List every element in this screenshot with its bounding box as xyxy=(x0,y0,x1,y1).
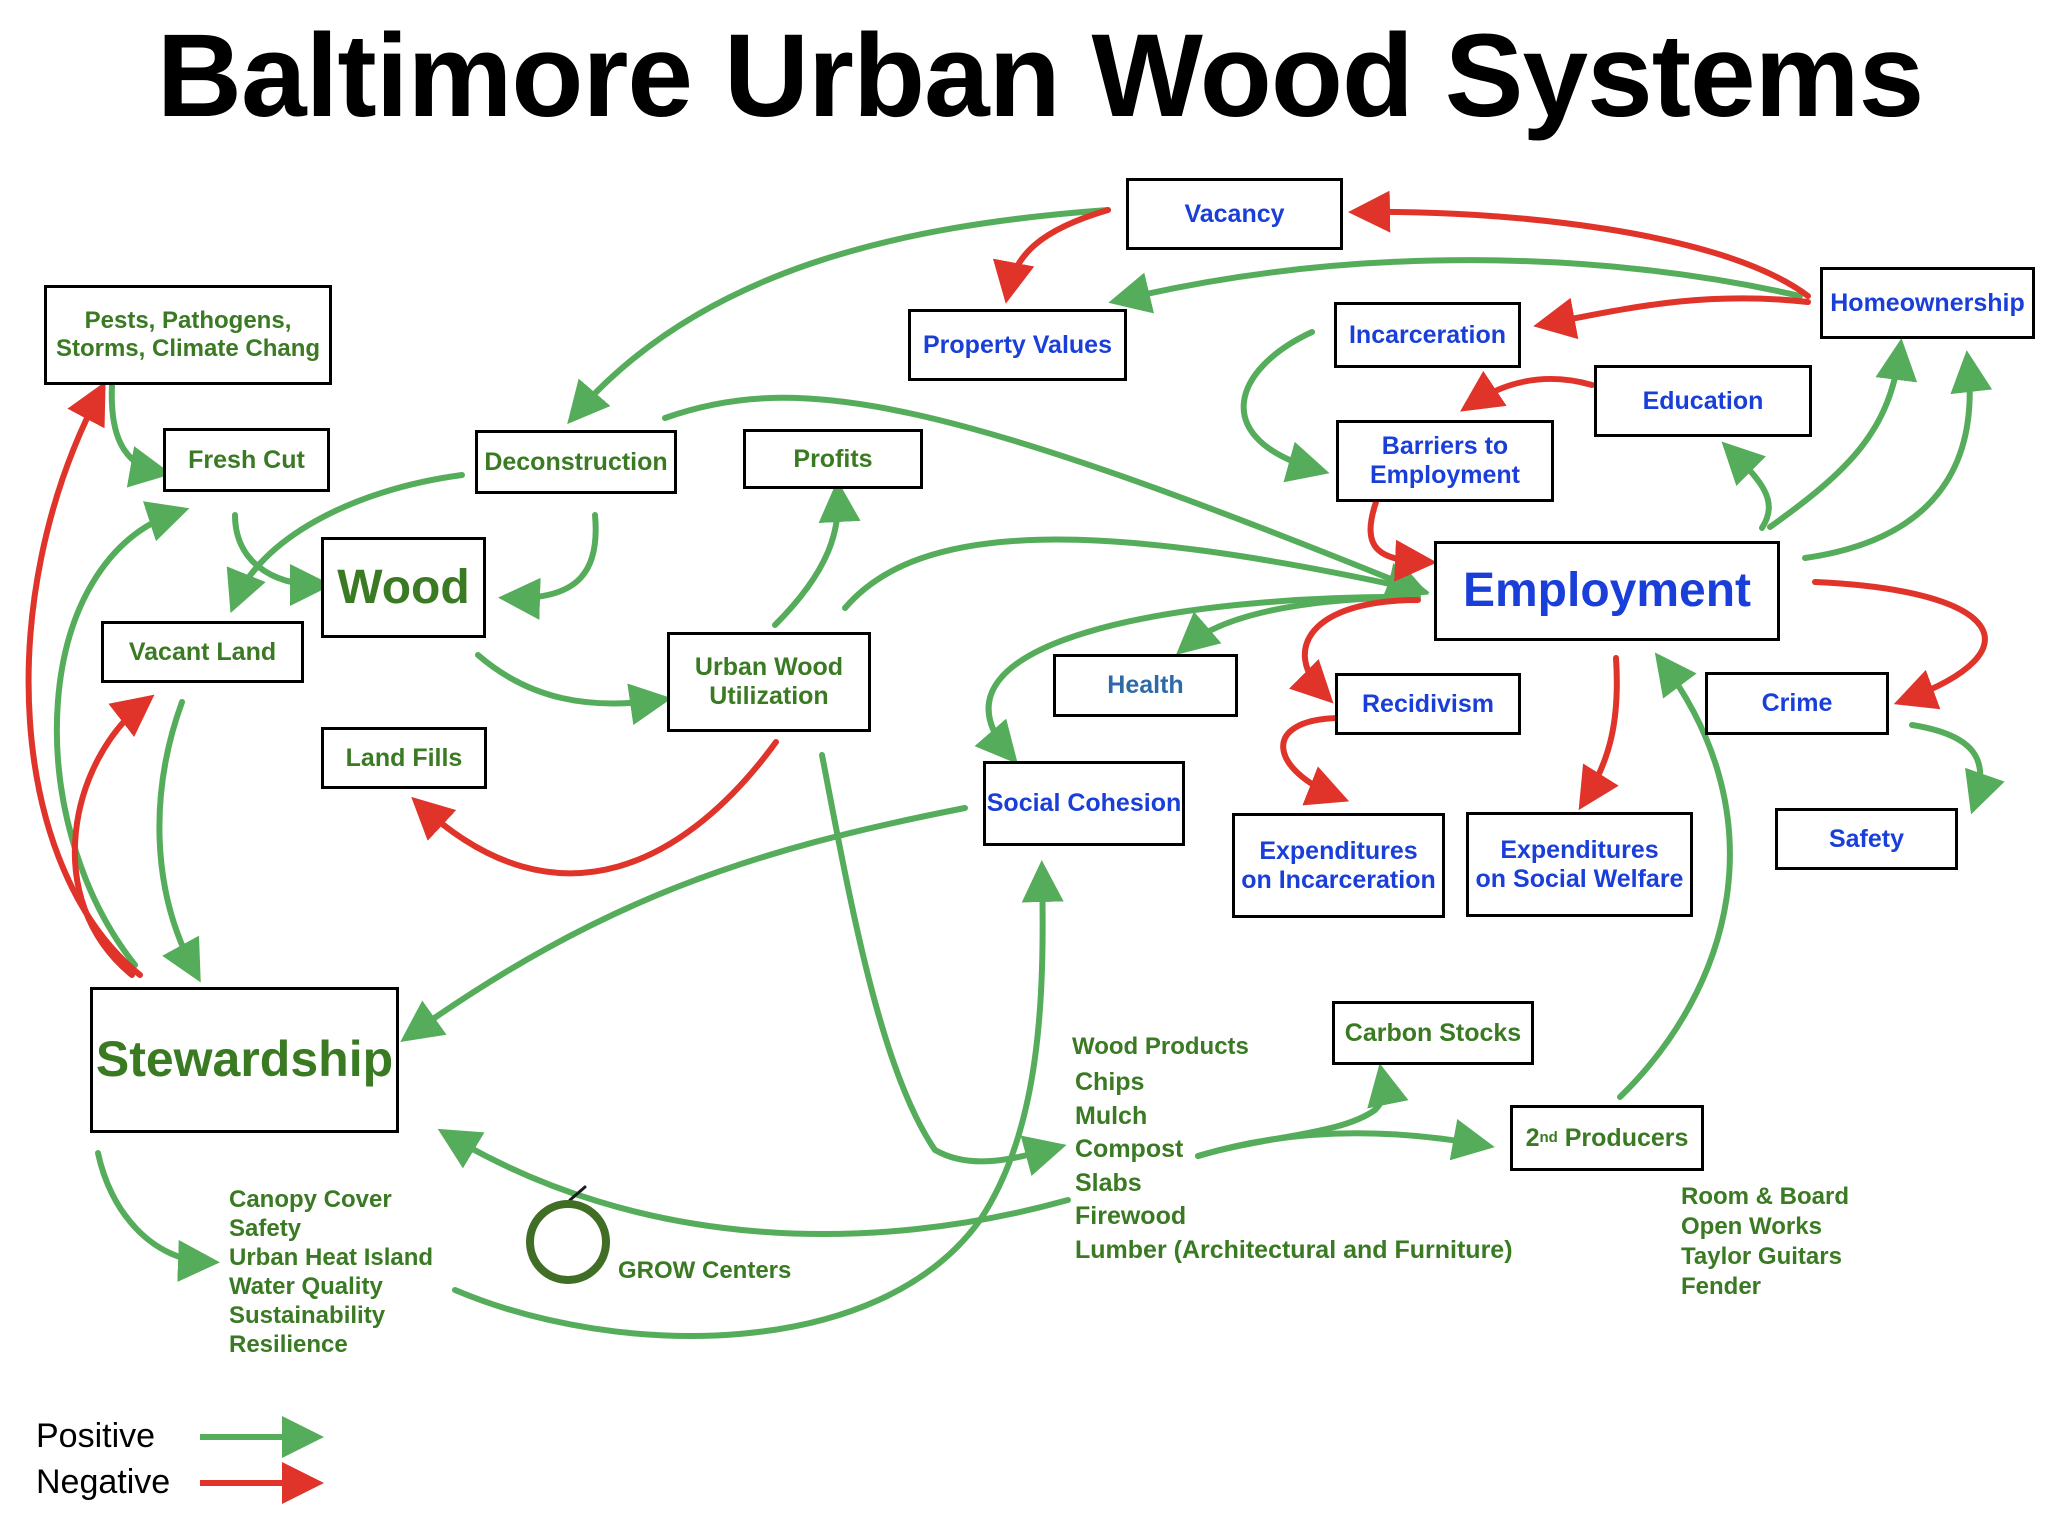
arrow-education-barriers xyxy=(1460,370,1595,412)
wood-products-heading: Wood Products xyxy=(1072,1033,1249,1060)
list-item: Resilience xyxy=(229,1331,348,1358)
node-expenditures-incarceration: Expenditures on Incarceration xyxy=(1232,813,1445,918)
arrow-deconstruction-vacantland xyxy=(226,472,465,614)
arrow-woodproducts-producers xyxy=(1195,1119,1495,1161)
node-deconstruction: Deconstruction xyxy=(475,430,677,494)
stewardship-benefits-list: Canopy Cover Safety Urban Heat Island Wa… xyxy=(229,1185,433,1359)
list-item: Fender xyxy=(1681,1273,1762,1300)
list-item: Room & Board xyxy=(1681,1183,1849,1210)
arrow-stewardship-benefits xyxy=(95,1150,220,1282)
arrow-employment-recidivism xyxy=(1288,597,1421,704)
arrow-recidivism-expincarceration xyxy=(1280,715,1350,806)
arrow-barriers-employment xyxy=(1367,499,1437,582)
arrow-incarceration-barriers xyxy=(1240,329,1330,483)
arrow-vacancy-deconstruction xyxy=(567,207,1111,425)
arrow-grow-tick xyxy=(568,1185,587,1202)
page-title: Baltimore Urban Wood Systems xyxy=(156,10,1924,142)
arrow-pests-freshcut xyxy=(108,382,172,488)
arrow-uwu-landfills xyxy=(411,739,779,877)
list-item: Lumber (Architectural and Furniture) xyxy=(1075,1235,1513,1264)
arrow-crime-safety xyxy=(1909,722,2005,815)
list-item: Chips xyxy=(1075,1068,1145,1096)
arrow-deconstruction-wood xyxy=(498,512,599,620)
arrow-uwu-profits xyxy=(772,480,861,628)
node-employment: Employment xyxy=(1434,541,1780,641)
wood-products-list: Chips Mulch Compost Slabs Firewood Lumbe… xyxy=(1075,1066,1513,1267)
arrow-homeownership-propertyvalues xyxy=(1108,257,1803,314)
arrow-employment-crime xyxy=(1812,579,1988,710)
node-barriers-to-employment: Barriers to Employment xyxy=(1336,420,1554,502)
arrow-homeownership-incarceration xyxy=(1533,295,1811,340)
arrow-socialcohesion-stewardship xyxy=(400,805,968,1042)
list-item: Sustainability xyxy=(229,1302,386,1329)
node-property-values: Property Values xyxy=(908,309,1127,381)
node-land-fills: Land Fills xyxy=(321,727,487,789)
node-crime: Crime xyxy=(1705,672,1889,735)
node-expenditures-welfare: Expenditures on Social Welfare xyxy=(1466,812,1693,917)
list-item: Safety xyxy=(229,1215,302,1242)
second-producers-label: Producers xyxy=(1557,1123,1689,1152)
node-social-cohesion: Social Cohesion xyxy=(983,761,1185,846)
arrow-homeownership-vacancy xyxy=(1348,190,1811,299)
grow-centers-circle xyxy=(526,1200,610,1284)
node-vacant-land: Vacant Land xyxy=(101,621,304,683)
list-item: Firewood xyxy=(1075,1202,1187,1230)
arrow-employment-socialcohesion xyxy=(974,593,1421,765)
legend-positive-label: Positive xyxy=(36,1417,156,1455)
node-recidivism: Recidivism xyxy=(1335,673,1521,735)
node-homeownership: Homeownership xyxy=(1820,267,2035,339)
node-health: Health xyxy=(1053,654,1238,717)
arrow-vacantland-stewardship xyxy=(156,699,201,983)
arrow-stewardship-pests xyxy=(25,381,143,978)
node-carbon-stocks: Carbon Stocks xyxy=(1332,1001,1534,1065)
arrow-wood-uwu xyxy=(475,652,672,726)
list-item: Urban Heat Island xyxy=(229,1244,434,1271)
arrow-employment-homeownership-b xyxy=(1802,350,1993,561)
list-item: Open Works xyxy=(1681,1213,1822,1240)
arrow-employment-education xyxy=(1721,441,1772,531)
second-producers-sup: nd xyxy=(1539,1129,1558,1147)
list-item: Slabs xyxy=(1075,1168,1142,1197)
node-vacancy: Vacancy xyxy=(1126,178,1343,250)
node-fresh-cut: Fresh Cut xyxy=(163,428,330,492)
arrow-producers-employment xyxy=(1617,652,1733,1100)
grow-centers-label: GROW Centers xyxy=(618,1257,792,1284)
node-pests: Pests, Pathogens, Storms, Climate Chang xyxy=(44,285,332,385)
second-producers-number: 2 xyxy=(1525,1123,1540,1152)
arrow-uwu-employment xyxy=(842,536,1430,611)
list-item: Canopy Cover xyxy=(229,1186,392,1213)
node-wood: Wood xyxy=(321,537,486,638)
node-safety: Safety xyxy=(1775,808,1958,870)
node-education: Education xyxy=(1594,365,1812,437)
list-item: Taylor Guitars xyxy=(1681,1243,1842,1270)
list-item: Compost xyxy=(1075,1135,1184,1163)
arrow-employment-homeownership-a xyxy=(1767,338,1918,530)
producers-list: Room & Board Open Works Taylor Guitars F… xyxy=(1681,1182,1849,1302)
arrow-benefits-socialcohesion xyxy=(452,860,1064,1339)
list-item: Water Quality xyxy=(229,1273,383,1300)
arrow-deconstruction-employment xyxy=(662,394,1430,599)
arrow-uwu-woodproducts xyxy=(819,752,1067,1177)
arrow-stewardship-freshcut xyxy=(53,501,190,968)
node-profits: Profits xyxy=(743,429,923,489)
list-item: Mulch xyxy=(1075,1101,1148,1130)
node-stewardship: Stewardship xyxy=(90,987,399,1133)
legend-negative-label: Negative xyxy=(36,1463,171,1501)
node-incarceration: Incarceration xyxy=(1334,302,1521,368)
arrow-vacancy-propertyvalues xyxy=(992,207,1111,304)
arrow-stewardship-vacantland xyxy=(71,694,155,978)
arrow-employment-expwelfare xyxy=(1578,655,1620,811)
node-urban-wood-utilization: Urban Wood Utilization xyxy=(667,632,871,732)
